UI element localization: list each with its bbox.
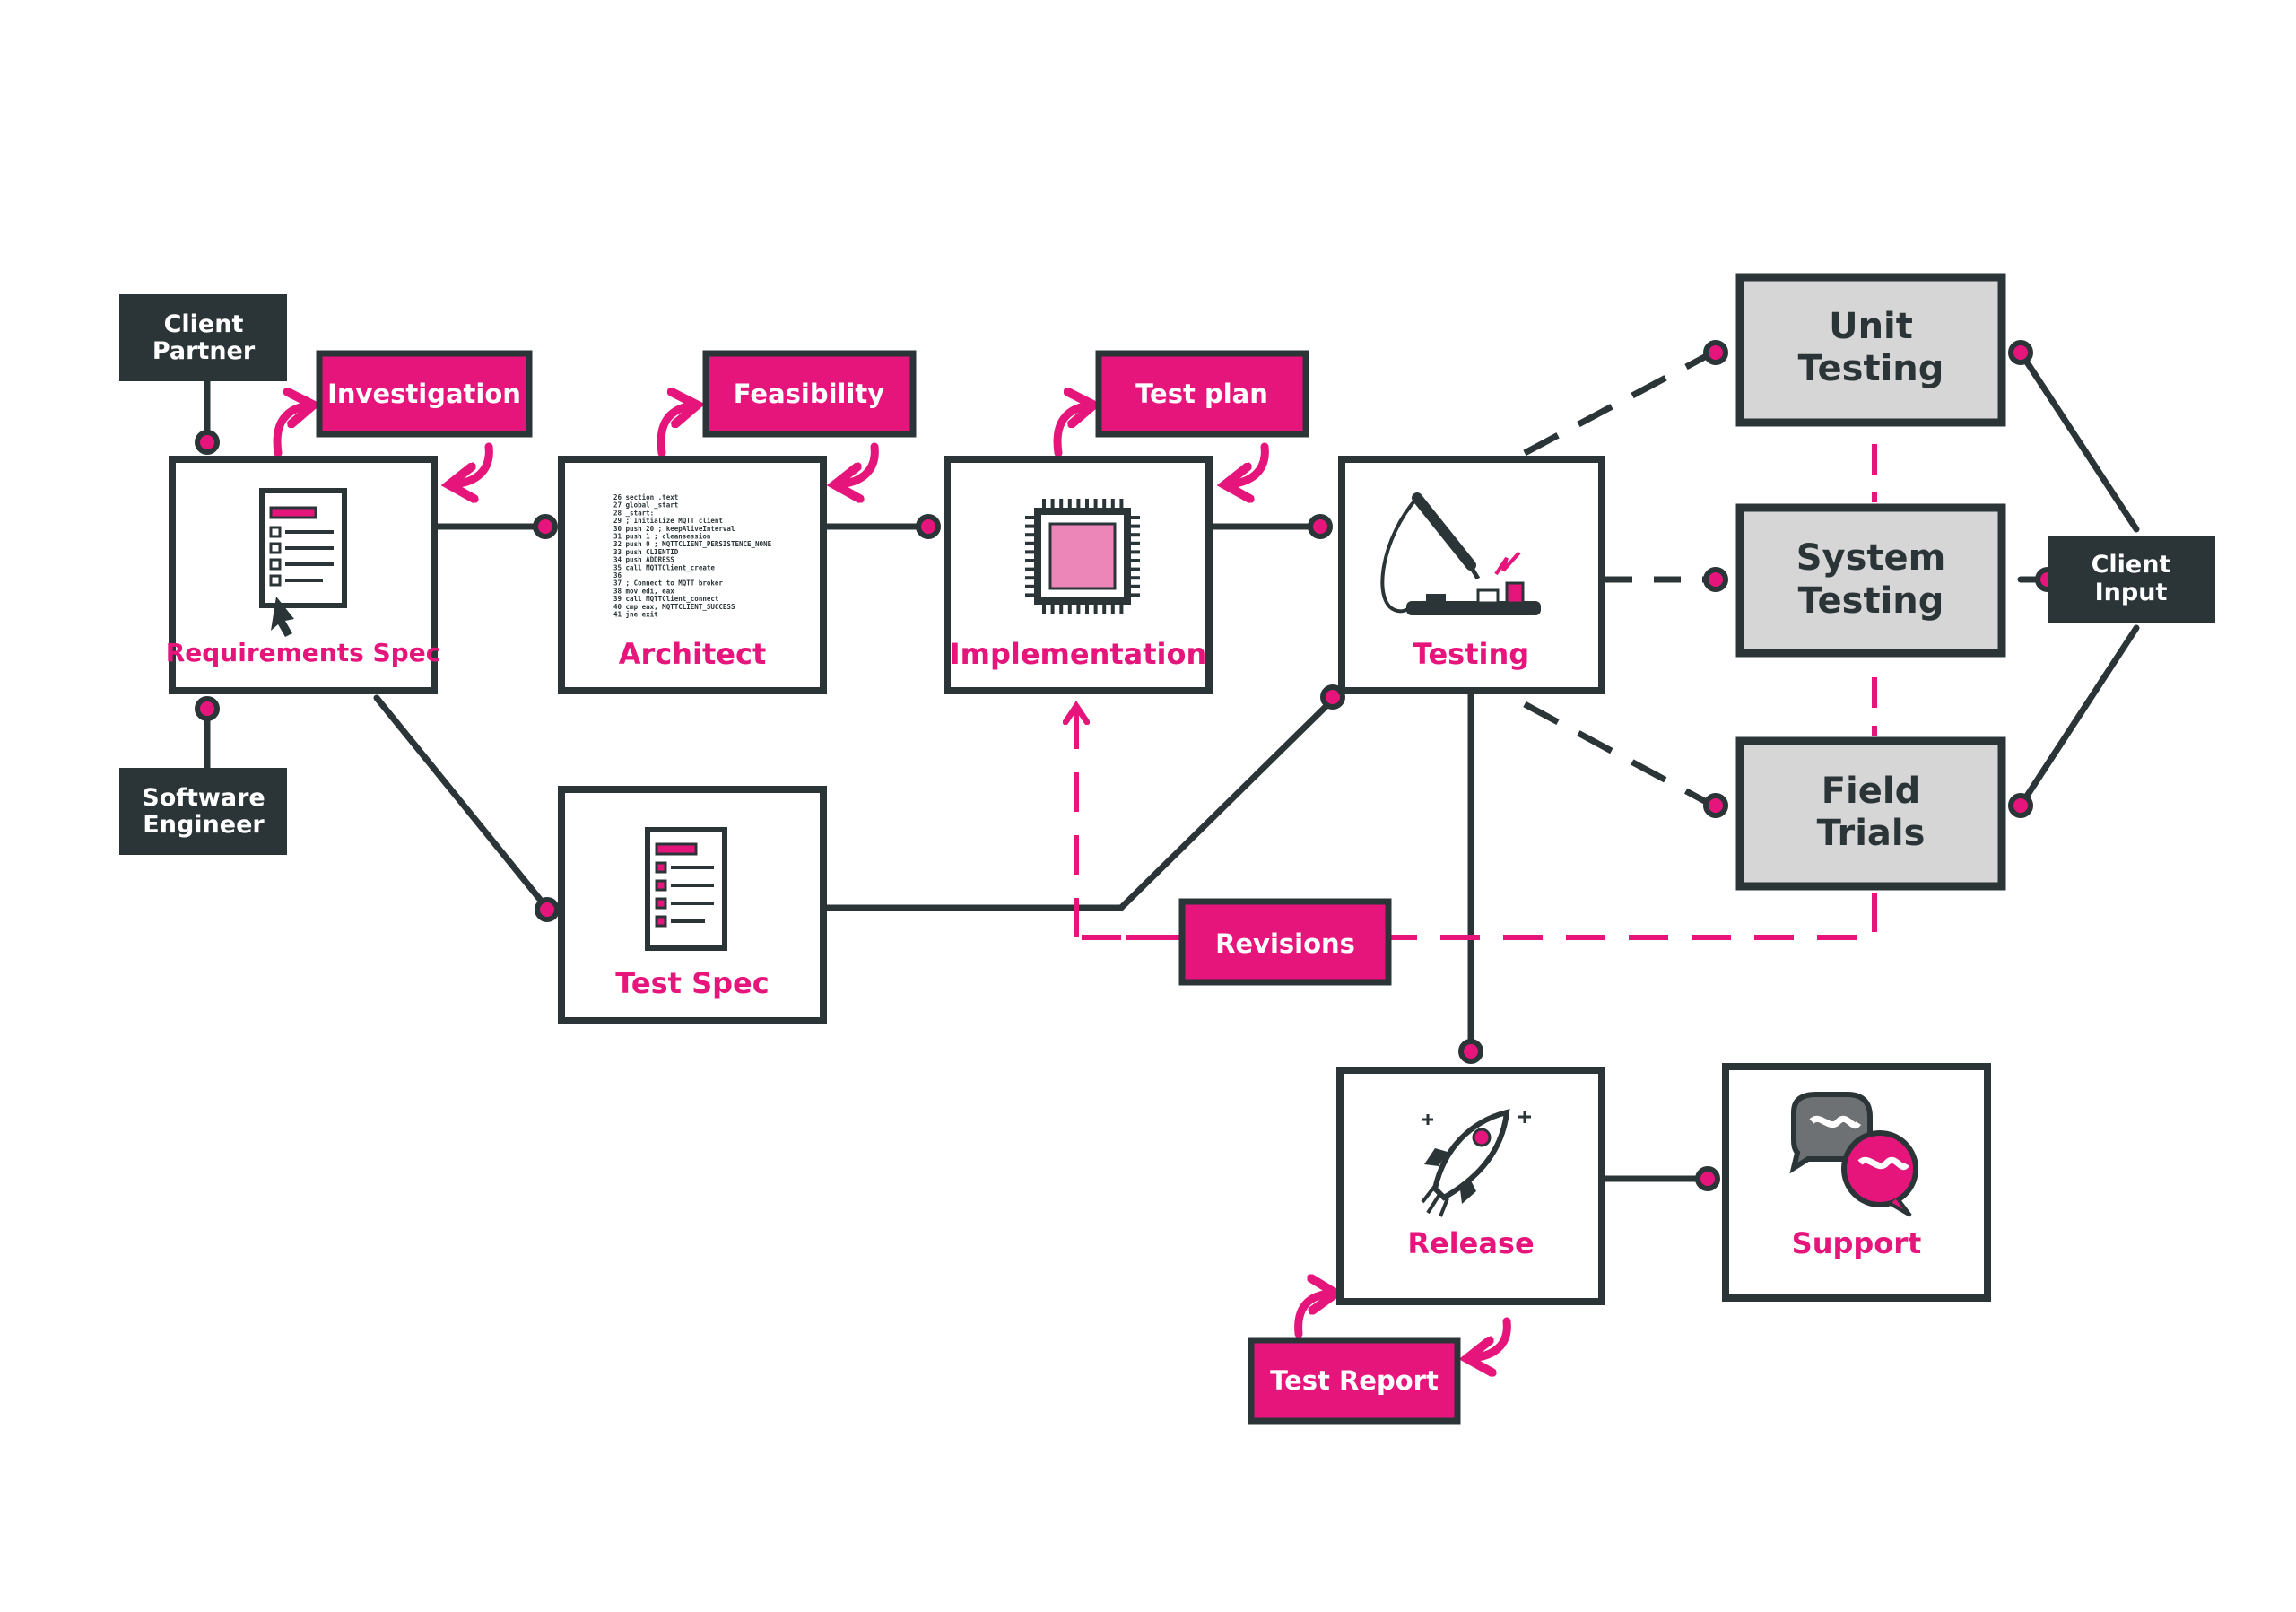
role-client-input: Client Input (2048, 536, 2215, 623)
unit-testing-line2: Testing (1798, 348, 1944, 389)
box-unit-testing: Unit Testing (1735, 273, 2006, 427)
system-testing-line2: Testing (1798, 580, 1944, 622)
dashed-testing-unit (1523, 349, 1715, 457)
tag-revisions: Revisions (1178, 898, 1392, 986)
dot-support-in (1695, 1166, 1720, 1191)
code-line: 36 (613, 571, 622, 579)
code-line: 41 jne exit (613, 611, 658, 619)
code-line: 40 cmp eax, MQTTCLIENT_SUCCESS (613, 603, 735, 611)
requirements-spec-label: Requirements Spec (166, 638, 441, 667)
code-line: 28 _start: (613, 509, 654, 517)
tag-test-report: Test Report (1248, 1337, 1461, 1425)
dashed-connectors (1076, 349, 1877, 940)
arrow-testplan-out (1053, 405, 1090, 457)
implementation-label: Implementation (950, 637, 1207, 671)
field-trials-line2: Trials (1817, 813, 1926, 854)
microchip-icon (1025, 499, 1140, 614)
arrow-investigation-out (273, 405, 309, 457)
dot-architect-in (533, 514, 558, 539)
system-testing-line1: System (1796, 537, 1946, 579)
arrow-testplan-in (1229, 442, 1269, 484)
box-field-trials: Field Trials (1735, 736, 2006, 891)
dashed-testing-field (1523, 701, 1715, 809)
tag-feasibility: Feasibility (702, 350, 917, 438)
connector-testspec-testing (820, 694, 1338, 911)
dot-testspec-in (535, 897, 560, 922)
dot-client-partner (195, 430, 220, 455)
code-line: 34 push ADDRESS (613, 556, 674, 564)
test-report-label: Test Report (1270, 1365, 1439, 1396)
code-line: 37 ; Connect to MQTT broker (613, 579, 723, 588)
support-label: Support (1792, 1226, 1922, 1260)
unit-testing-line1: Unit (1829, 306, 1913, 347)
box-support: Support (1722, 1063, 1991, 1302)
code-line: 31 push 1 ; cleansession (613, 533, 710, 541)
role-client-partner: Client Partner (119, 294, 287, 381)
software-engineer-line1: Software (142, 784, 265, 812)
box-testing: Testing (1338, 456, 1605, 694)
test-plan-label: Test plan (1135, 379, 1268, 409)
software-engineer-line2: Engineer (143, 811, 265, 839)
code-line: 35 call MQTTClient_create (613, 563, 715, 571)
test-spec-label: Test Spec (615, 966, 769, 1000)
feedback-arrows (273, 405, 1511, 1358)
connector-unit-clientinput (2017, 349, 2140, 533)
soldering-iron-icon (1380, 492, 1541, 615)
dot-field-right (2008, 793, 2033, 818)
investigation-label: Investigation (327, 379, 521, 409)
box-implementation: Implementation (944, 456, 1213, 694)
code-line: 30 push 20 ; keepAliveInterval (613, 525, 735, 533)
dot-unit-left (1703, 340, 1728, 365)
dot-impl-in (916, 514, 941, 539)
box-test-spec: Test Spec (558, 786, 827, 1024)
release-label: Release (1407, 1226, 1534, 1260)
arrow-feasibility-out (657, 405, 693, 457)
revisions-label: Revisions (1215, 928, 1355, 959)
box-requirements-spec: Requirements Spec (166, 456, 441, 694)
box-system-testing: System Testing (1735, 503, 2006, 658)
testing-label: Testing (1413, 637, 1529, 671)
dot-software-engineer (195, 696, 220, 721)
code-line: 27 global _start (613, 501, 678, 510)
architect-label: Architect (619, 637, 767, 671)
client-partner-line2: Partner (152, 337, 256, 365)
code-line: 32 push 0 ; MQTTCLIENT_PERSISTENCE_NONE (613, 540, 772, 548)
rocket-icon (1421, 1109, 1531, 1217)
connector-req-testspec (373, 694, 549, 910)
dot-testing-in (1308, 514, 1333, 539)
client-input-line2: Input (2095, 579, 2168, 606)
checklist-icon (645, 827, 727, 951)
dot-field-left (1703, 793, 1728, 818)
dot-system-left (1703, 567, 1728, 592)
connector-field-clientinput (2017, 624, 2140, 809)
tag-investigation: Investigation (316, 350, 533, 438)
client-partner-line1: Client (164, 310, 244, 338)
field-trials-line1: Field (1822, 771, 1921, 812)
checklist-cursor-icon (259, 488, 347, 637)
tag-test-plan: Test plan (1095, 350, 1309, 438)
arrow-feasibility-in (839, 442, 879, 484)
connectors (204, 349, 2140, 1182)
chat-bubbles-icon (1789, 1092, 1918, 1217)
connector-dots (195, 340, 2060, 1191)
client-input-line1: Client (2092, 551, 2171, 579)
arrow-investigation-in (453, 442, 493, 484)
code-line: 29 ; Initialize MQTT client (613, 517, 723, 525)
box-release: Release (1336, 1067, 1605, 1305)
arrow-testreport-in (1471, 1317, 1511, 1358)
code-line: 39 call MQTTClient_connect (613, 595, 718, 603)
dashed-revisions-loop (1109, 893, 1877, 940)
dot-release-in (1458, 1039, 1483, 1064)
code-line: 26 section .text (613, 493, 678, 501)
role-software-engineer: Software Engineer (119, 768, 287, 855)
feasibility-label: Feasibility (734, 379, 885, 409)
code-line: 33 push CLIENTID (613, 548, 679, 556)
code-line: 38 mov edi, eax (613, 587, 674, 595)
arrow-testreport-out (1294, 1294, 1332, 1338)
dot-testing-lower (1320, 684, 1345, 710)
dot-unit-right (2008, 340, 2033, 365)
